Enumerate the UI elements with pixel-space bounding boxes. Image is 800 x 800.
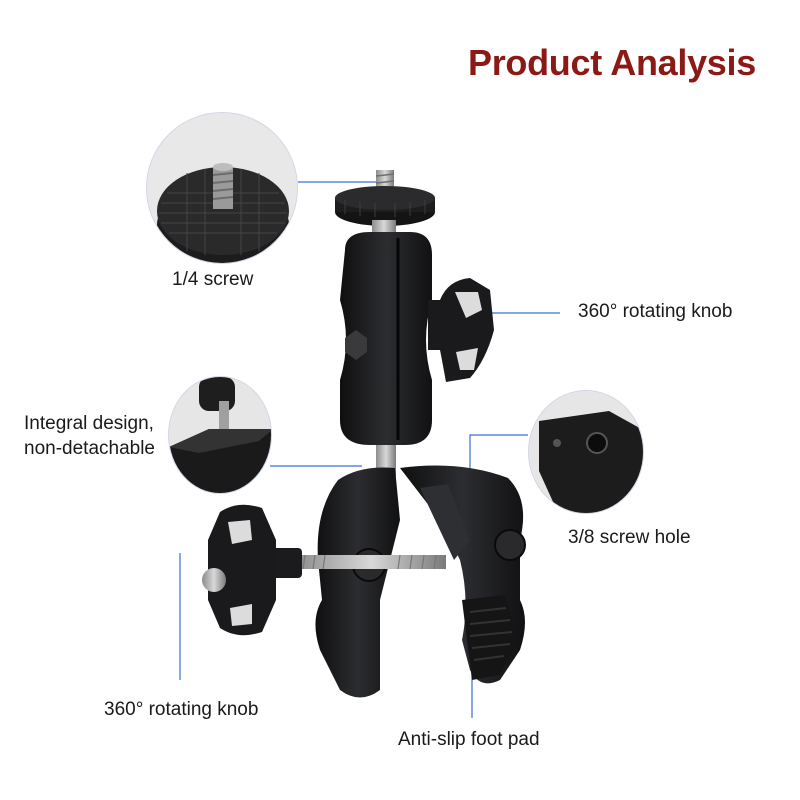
page-title: Product Analysis	[468, 42, 756, 83]
label-integral-design: Integral design, non-detachable	[24, 412, 155, 461]
label-screw-hole: 3/8 screw hole	[568, 527, 691, 548]
detail-circle-screw-hole	[528, 390, 644, 514]
label-foot-pad: Anti-slip foot pad	[398, 729, 540, 750]
line-screw-hole	[469, 434, 528, 480]
label-rotating-knob-top: 360° rotating knob	[578, 301, 733, 322]
clamp-body-left	[315, 467, 400, 698]
rotating-knob-bottom-shape	[208, 504, 276, 636]
detail-circle-quarter-screw	[146, 112, 298, 264]
ball-arm	[340, 232, 432, 445]
detail-circle-integral-design	[168, 376, 272, 494]
label-quarter-screw: 1/4 screw	[172, 269, 254, 290]
label-rotating-knob-bottom: 360° rotating knob	[104, 699, 259, 720]
label-integral-line2: non-detachable	[24, 437, 155, 459]
label-integral-line1: Integral design,	[24, 413, 154, 434]
threaded-rod	[296, 555, 446, 569]
